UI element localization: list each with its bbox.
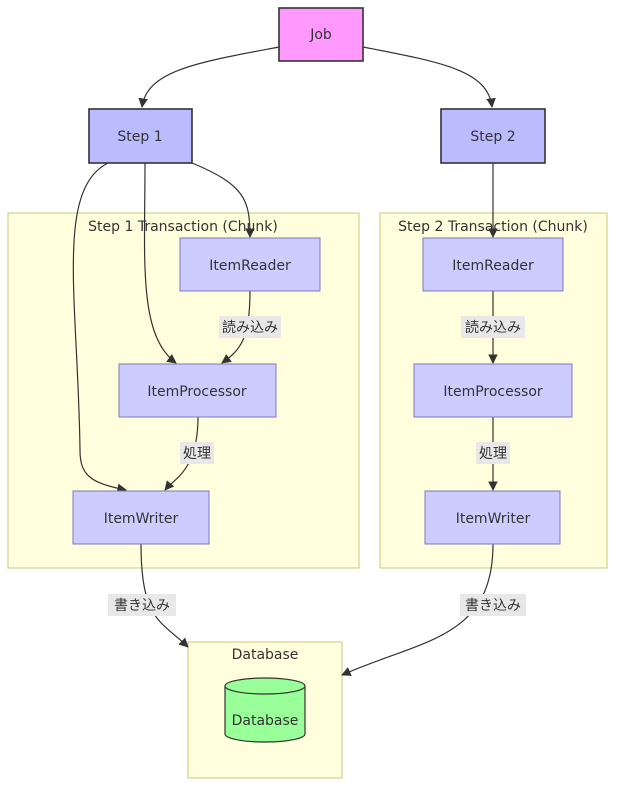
svg-text:ItemProcessor: ItemProcessor bbox=[147, 384, 247, 400]
edge-processor1-writer1 bbox=[164, 416, 199, 491]
step2-label: Step 2 bbox=[470, 129, 515, 145]
item-writer-1[interactable]: ItemWriter bbox=[72, 490, 210, 545]
edge-label-write-1: 書き込み bbox=[108, 594, 176, 616]
step2-node[interactable]: Step 2 bbox=[440, 108, 546, 164]
item-processor-2[interactable]: ItemProcessor bbox=[413, 363, 573, 418]
item-processor-1[interactable]: ItemProcessor bbox=[118, 363, 277, 418]
database-label: Database bbox=[232, 713, 299, 729]
edge-step1-reader bbox=[191, 162, 255, 238]
svg-text:読み込み: 読み込み bbox=[465, 319, 521, 336]
svg-text:読み込み: 読み込み bbox=[222, 319, 278, 336]
svg-text:書き込み: 書き込み bbox=[114, 598, 170, 614]
job-label: Job bbox=[309, 27, 332, 43]
svg-text:ItemReader: ItemReader bbox=[209, 258, 291, 274]
job-node[interactable]: Job bbox=[278, 7, 364, 62]
edge-step1-writer bbox=[72, 162, 127, 494]
item-writer-2[interactable]: ItemWriter bbox=[424, 490, 561, 545]
database-cylinder[interactable]: Database bbox=[224, 677, 306, 743]
svg-text:ItemProcessor: ItemProcessor bbox=[443, 384, 543, 400]
item-reader-1[interactable]: ItemReader bbox=[179, 237, 321, 292]
svg-text:ItemWriter: ItemWriter bbox=[456, 511, 531, 527]
edge-step1-processor bbox=[143, 162, 177, 364]
edge-job-step1 bbox=[138, 46, 280, 108]
edge-label-process-2: 処理 bbox=[476, 442, 510, 464]
edges bbox=[72, 46, 498, 676]
svg-text:ItemWriter: ItemWriter bbox=[104, 511, 179, 527]
database-cluster-title: Database bbox=[232, 647, 299, 663]
edge-writer2-database bbox=[341, 543, 494, 676]
step1-label: Step 1 bbox=[117, 129, 162, 145]
item-reader-2[interactable]: ItemReader bbox=[422, 237, 564, 292]
svg-text:ItemReader: ItemReader bbox=[452, 258, 534, 274]
svg-text:処理: 処理 bbox=[183, 446, 211, 462]
step1-node[interactable]: Step 1 bbox=[88, 108, 193, 164]
edge-job-step2 bbox=[362, 46, 496, 108]
edge-label-read-2: 読み込み bbox=[461, 316, 525, 338]
edge-label-write-2: 書き込み bbox=[460, 594, 526, 616]
edge-label-process-1: 処理 bbox=[180, 442, 214, 464]
edge-label-read-1: 読み込み bbox=[219, 316, 281, 338]
svg-text:書き込み: 書き込み bbox=[465, 598, 521, 614]
step1-transaction-title: Step 1 Transaction (Chunk) bbox=[88, 219, 278, 235]
svg-text:処理: 処理 bbox=[479, 446, 507, 462]
edge-reader1-processor1 bbox=[221, 290, 251, 364]
